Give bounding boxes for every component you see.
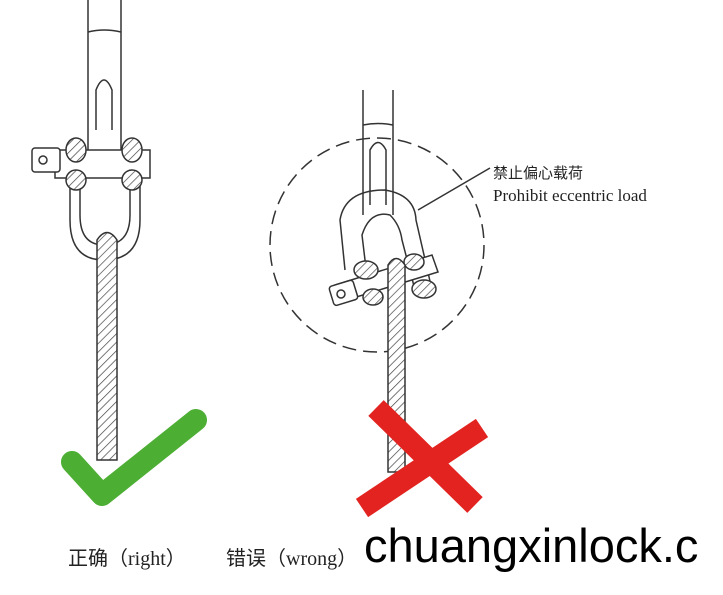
check-mark-icon [61, 409, 207, 506]
watermark: chuangxinlock.c [364, 519, 699, 572]
annotation-english: Prohibit eccentric load [493, 186, 647, 205]
cross-mark-icon [355, 400, 489, 518]
caption-right: 正确（right） [68, 548, 186, 570]
caption-wrong: 错误（wrong） [226, 548, 358, 570]
correct-shackle [31, 0, 151, 461]
eccentric-shackle [269, 90, 491, 473]
annotation-chinese: 禁止偏心载荷 [493, 164, 584, 182]
